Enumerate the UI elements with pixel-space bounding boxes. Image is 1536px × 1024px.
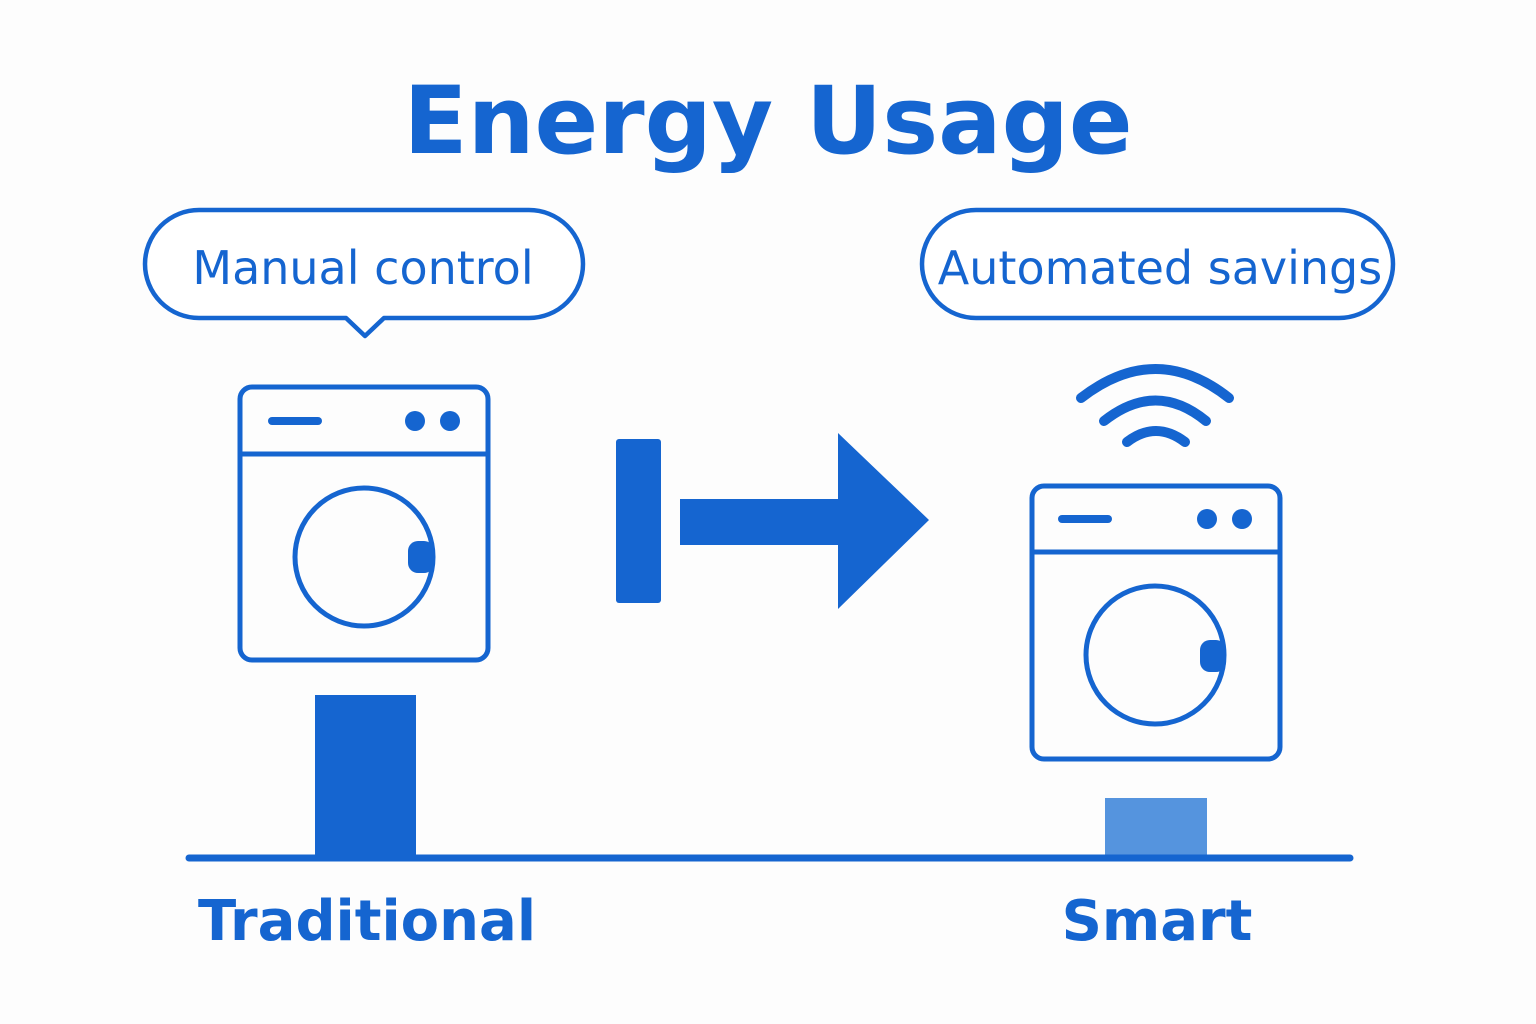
automated-savings-bubble: Automated savings [919, 207, 1396, 321]
wifi-icon [1076, 364, 1234, 447]
traditional-label: Traditional [198, 889, 536, 954]
manual-control-bubble: Manual control [142, 207, 586, 339]
smart-energy-bar [1105, 798, 1207, 858]
manual-control-label: Manual control [192, 241, 533, 295]
traditional-energy-bar [315, 695, 416, 858]
arrow-right-icon [616, 433, 929, 609]
pill-outline [919, 207, 1396, 321]
diagram-title: Energy Usage [403, 67, 1132, 176]
smart-label: Smart [1062, 889, 1253, 954]
smart-washing-machine-icon [1029, 483, 1283, 762]
washing-machine-icon [237, 384, 491, 663]
automated-savings-label: Automated savings [938, 241, 1382, 295]
bubble-outline [142, 207, 586, 339]
